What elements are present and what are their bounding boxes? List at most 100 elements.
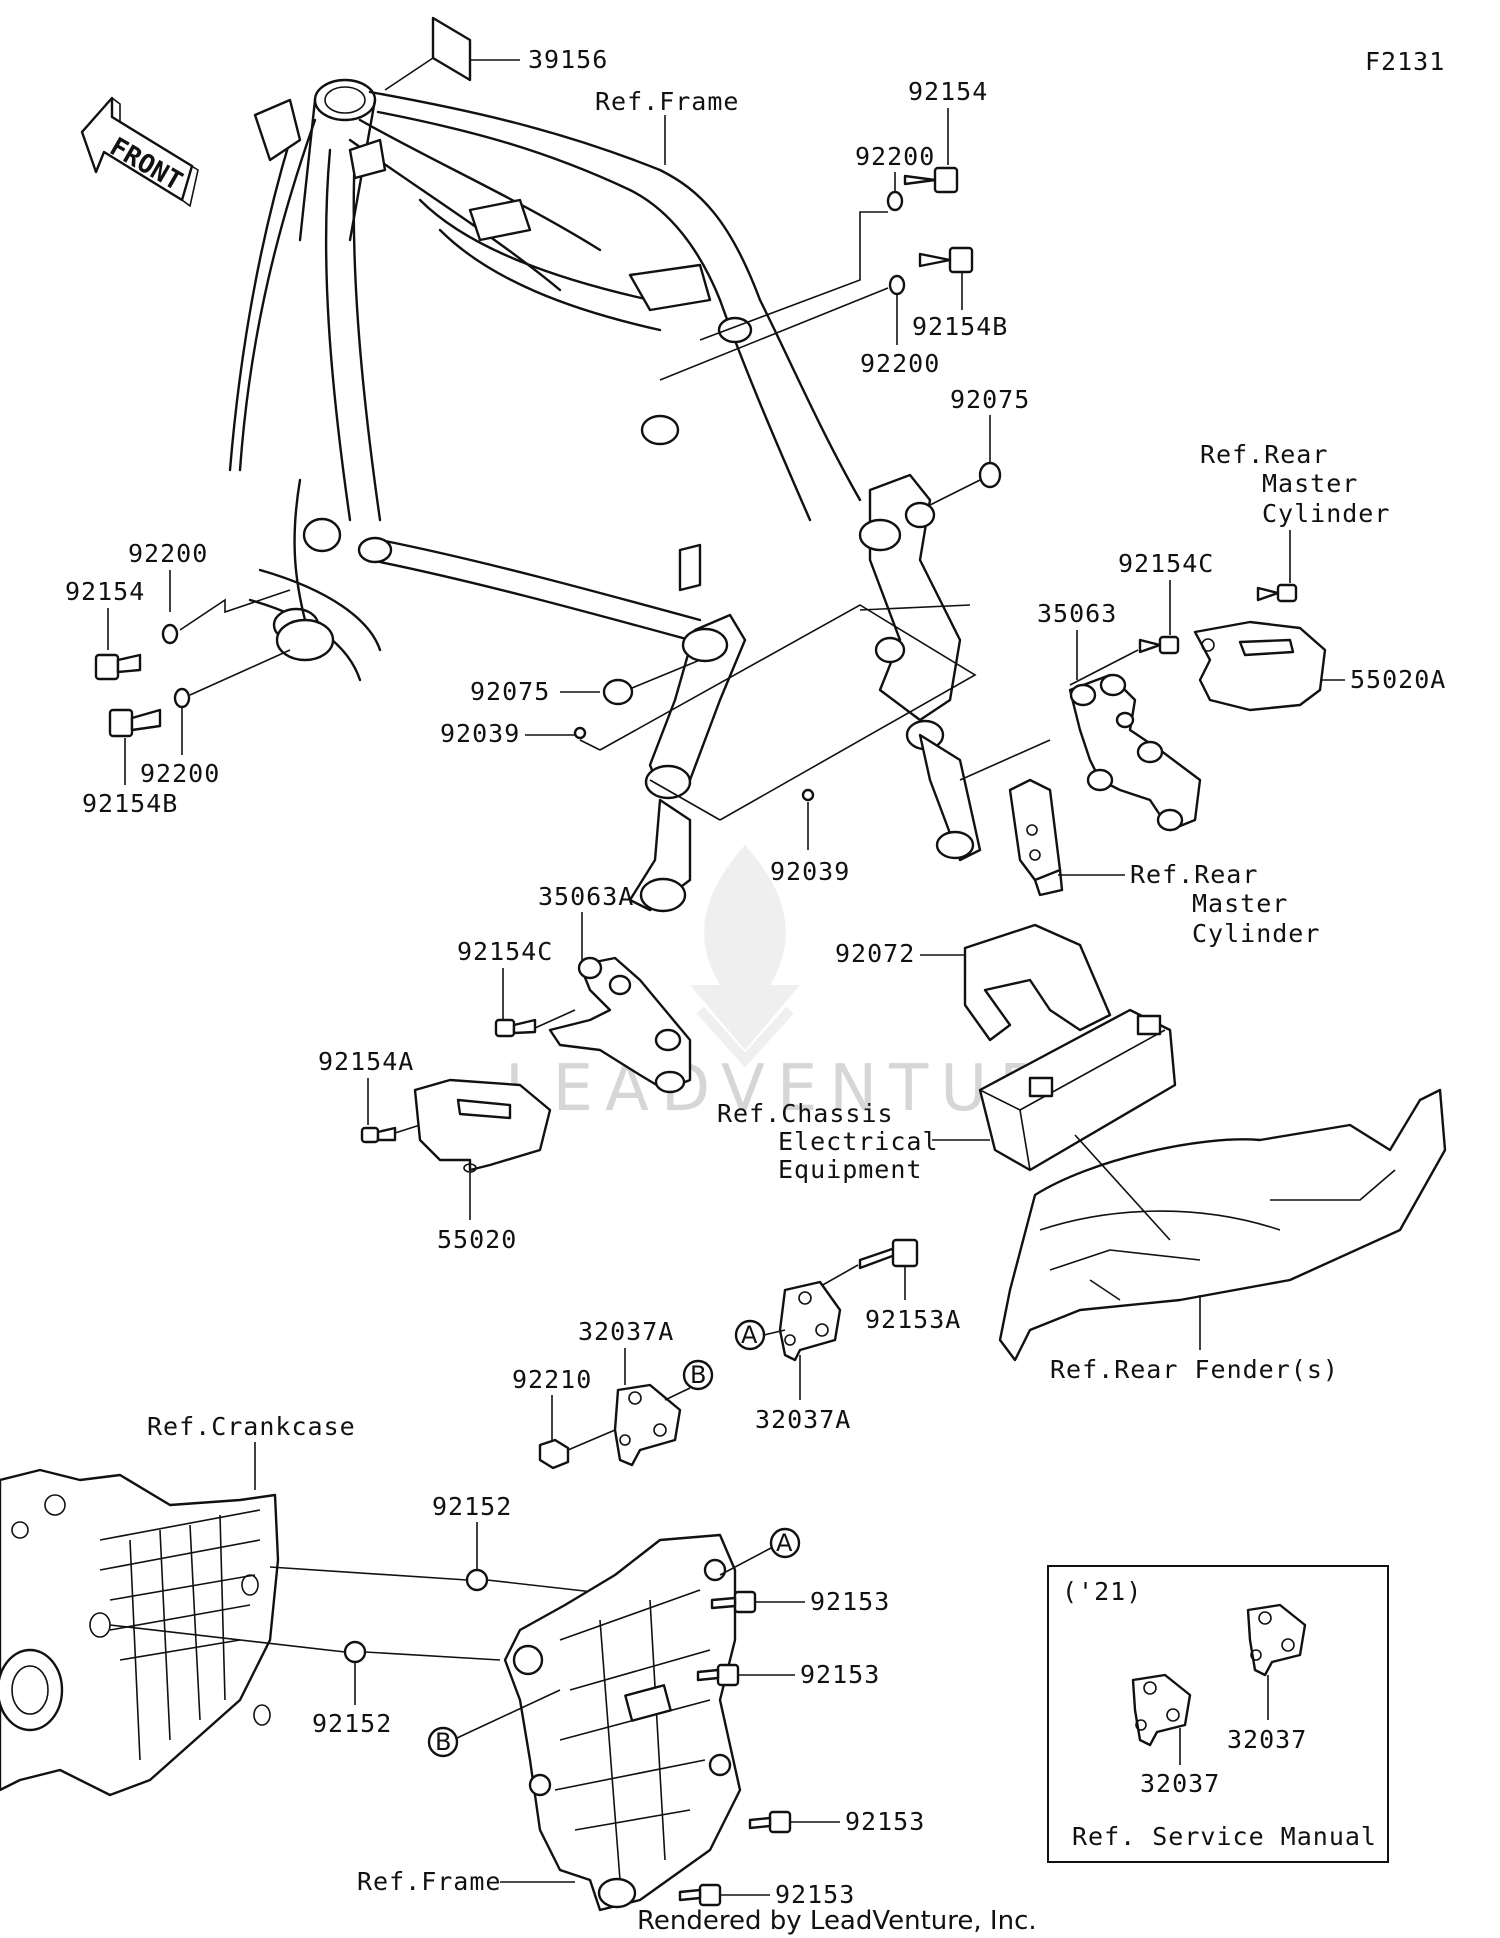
- label-55020: 55020: [437, 1225, 517, 1254]
- frame-tab: [678, 543, 702, 592]
- label-92154B-top: 92154B: [912, 312, 1008, 341]
- bolt-icon: [858, 1238, 919, 1270]
- label-92039-mid: 92039: [770, 857, 850, 886]
- bolt-icon: [903, 166, 959, 194]
- inset-plate-right: [1246, 1603, 1307, 1677]
- label-ref-rear-master-2a: Ref.Rear: [1130, 860, 1258, 889]
- label-ref-rear-fender: Ref.Rear Fender(s): [1050, 1355, 1339, 1384]
- label-35063A: 35063A: [538, 882, 634, 911]
- label-92210: 92210: [512, 1365, 592, 1394]
- bolt-icon: [108, 708, 162, 738]
- label-ref-rear-master-1a: Ref.Rear: [1200, 440, 1328, 469]
- callout-b-bottom: B: [435, 1728, 451, 1756]
- label-ref-rear-master-1b: Master: [1262, 469, 1358, 498]
- callout-b-icon: [427, 1726, 459, 1758]
- label-sticker: [431, 16, 472, 82]
- battery-strap: [963, 923, 1112, 1042]
- bolt-icon: [494, 1018, 537, 1038]
- label-ref-chassis-c: Equipment: [778, 1155, 922, 1184]
- bolt-icon: [696, 1663, 740, 1687]
- inset-year: ('21): [1062, 1577, 1142, 1606]
- label-ref-rear-master-2b: Master: [1192, 889, 1288, 918]
- heel-guard-right: [1193, 620, 1327, 712]
- label-92154-top: 92154: [908, 77, 988, 106]
- label-92039-left: 92039: [440, 719, 520, 748]
- footer-credit: Rendered by LeadVenture, Inc.: [637, 1906, 1037, 1936]
- label-92154C-right: 92154C: [1118, 549, 1214, 578]
- inset-part-a: 32037: [1140, 1769, 1220, 1798]
- washer-icon: [161, 623, 179, 645]
- label-92200-mid: 92200: [860, 349, 940, 378]
- label-92154B-left: 92154B: [82, 789, 178, 818]
- engine-mount-bracket: [503, 1533, 742, 1912]
- label-92075-left: 92075: [470, 677, 550, 706]
- label-92072: 92072: [835, 939, 915, 968]
- inset-plate-left: [1131, 1673, 1192, 1747]
- battery: [978, 1008, 1177, 1172]
- label-92154C-left: 92154C: [457, 937, 553, 966]
- grease-nipple-icon: [801, 788, 815, 802]
- front-arrow-icon: FRONT: [80, 96, 199, 207]
- label-92200-top: 92200: [855, 142, 935, 171]
- label-92153-4: 92153: [775, 1880, 855, 1909]
- crankcase: [0, 1468, 280, 1797]
- grease-nipple-icon: [573, 726, 587, 740]
- bolt-icon: [360, 1126, 397, 1144]
- heel-guard-left: [413, 1078, 552, 1173]
- label-ref-frame-bottom: Ref.Frame: [357, 1867, 501, 1896]
- label-ref-chassis-a: Ref.Chassis: [717, 1099, 894, 1128]
- callout-b-icon: [682, 1359, 714, 1391]
- inset-note: Ref. Service Manual: [1072, 1822, 1377, 1851]
- label-ref-frame-top: Ref.Frame: [595, 87, 739, 116]
- label-92153-3: 92153: [845, 1807, 925, 1836]
- plate-32037A-top: [778, 1280, 842, 1362]
- main-frame: [228, 78, 862, 682]
- plate-32037A-lower: [613, 1383, 682, 1467]
- collar-icon: [465, 1568, 489, 1592]
- bolt-icon: [1138, 635, 1180, 655]
- rear-fender: [998, 1088, 1447, 1362]
- left-footrest-bracket: [548, 956, 692, 1094]
- label-92200-left: 92200: [128, 539, 208, 568]
- label-92152-bottom: 92152: [312, 1709, 392, 1738]
- label-92153A: 92153A: [865, 1305, 961, 1334]
- bolt-icon: [710, 1590, 757, 1614]
- label-39156: 39156: [528, 45, 608, 74]
- rear-master-cylinder-right: [1008, 778, 1064, 897]
- label-92154-left: 92154: [65, 577, 145, 606]
- inset-box: [1047, 1565, 1389, 1863]
- label-92154A: 92154A: [318, 1047, 414, 1076]
- washer-icon: [888, 274, 906, 296]
- bolt-icon: [678, 1883, 722, 1907]
- label-55020A: 55020A: [1350, 665, 1446, 694]
- label-ref-rear-master-1c: Cylinder: [1262, 499, 1390, 528]
- collar-icon: [602, 678, 634, 706]
- left-rear-hanger: [628, 613, 747, 913]
- callout-b-top: B: [690, 1361, 706, 1389]
- label-ref-crankcase: Ref.Crankcase: [147, 1412, 356, 1441]
- callout-a-icon: [769, 1527, 801, 1559]
- callout-a-top: A: [741, 1321, 758, 1349]
- label-ref-rear-master-2c: Cylinder: [1192, 919, 1320, 948]
- label-92075-right: 92075: [950, 385, 1030, 414]
- bolt-icon: [1256, 583, 1298, 603]
- collar-icon: [343, 1640, 367, 1664]
- nut-icon: [538, 1438, 570, 1470]
- collar-icon: [978, 461, 1002, 489]
- label-92152-top: 92152: [432, 1492, 512, 1521]
- label-92200-left2: 92200: [140, 759, 220, 788]
- washer-icon: [886, 190, 904, 212]
- label-32037A-top: 32037A: [578, 1317, 674, 1346]
- label-92153-1: 92153: [810, 1587, 890, 1616]
- label-32037A-mid: 32037A: [755, 1405, 851, 1434]
- label-35063: 35063: [1037, 599, 1117, 628]
- bolt-icon: [94, 653, 142, 681]
- watermark-logo: [690, 845, 800, 1068]
- right-rear-hanger: [858, 473, 1051, 862]
- bolt-icon: [748, 1810, 792, 1834]
- diagram-code: F2131: [1365, 47, 1445, 76]
- callout-a-bottom: A: [776, 1529, 793, 1557]
- bolt-icon: [918, 246, 974, 274]
- label-ref-chassis-b: Electrical: [778, 1127, 939, 1156]
